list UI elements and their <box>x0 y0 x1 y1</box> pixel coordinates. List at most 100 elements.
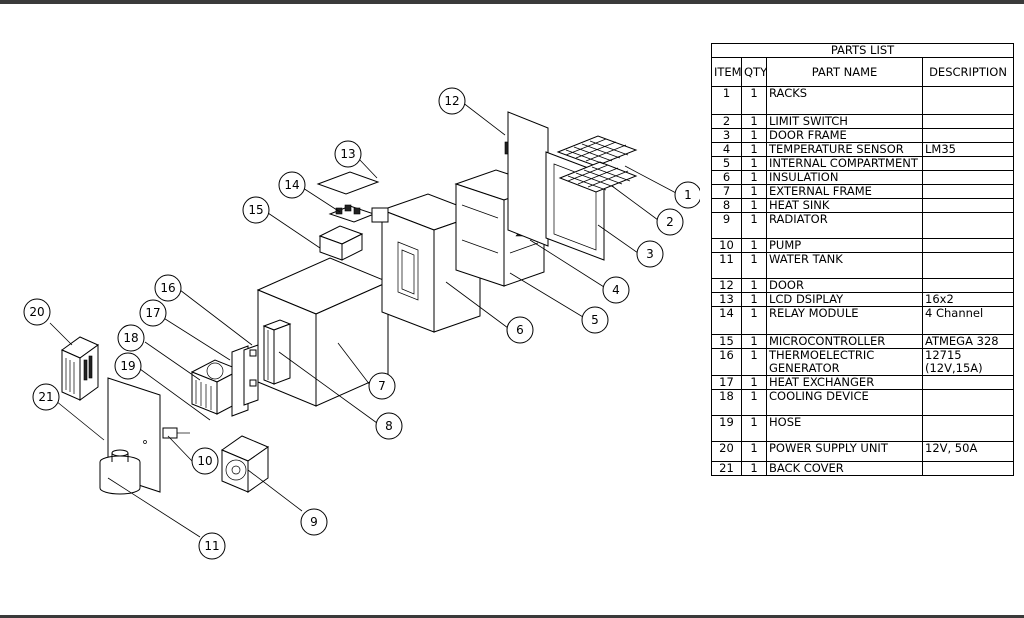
svg-text:5: 5 <box>591 313 599 327</box>
column-header-description: DESCRIPTION <box>921 57 1015 87</box>
top-border <box>0 0 1024 4</box>
part-name-cell: LCD DSIPLAY <box>766 292 923 307</box>
part-name-cell: POWER SUPPLY UNIT <box>766 441 923 462</box>
svg-text:9: 9 <box>310 515 318 529</box>
qty-cell: 1 <box>741 348 767 376</box>
part-name-cell: INTERNAL COMPARTMENT <box>766 156 923 171</box>
part-name-cell: TEMPERATURE SENSOR <box>766 142 923 157</box>
part-name-cell: HEAT SINK <box>766 198 923 213</box>
description-cell <box>921 389 1015 416</box>
callout-15: 15 <box>242 196 270 224</box>
part-name-cell: MICROCONTROLLER <box>766 334 923 349</box>
svg-text:10: 10 <box>197 454 212 468</box>
description-cell <box>921 86 1015 115</box>
callout-6: 6 <box>506 316 534 344</box>
callout-9: 9 <box>300 508 328 536</box>
svg-text:18: 18 <box>123 331 138 345</box>
callout-19: 19 <box>114 352 142 380</box>
description-cell <box>921 184 1015 199</box>
description-cell <box>921 156 1015 171</box>
description-cell <box>921 278 1015 293</box>
item-cell: 19 <box>711 415 742 442</box>
svg-text:16: 16 <box>160 281 175 295</box>
pump-drawing <box>162 427 190 439</box>
svg-text:3: 3 <box>646 247 654 261</box>
exploded-view-drawing: 1 2 3 4 5 6 7 8 9 10 11 12 13 14 15 16 1… <box>23 87 700 560</box>
item-cell: 21 <box>711 461 742 476</box>
qty-cell: 1 <box>741 375 767 390</box>
description-cell <box>921 238 1015 253</box>
callout-18: 18 <box>117 324 145 352</box>
item-cell: 16 <box>711 348 742 376</box>
description-cell: ATMEGA 328 <box>921 334 1015 349</box>
item-cell: 3 <box>711 128 742 143</box>
qty-cell: 1 <box>741 128 767 143</box>
item-cell: 17 <box>711 375 742 390</box>
qty-cell: 1 <box>741 389 767 416</box>
parts-list-table: PARTS LIST ITEM QTY PART NAME DESCRIPTIO… <box>710 43 1015 476</box>
item-cell: 7 <box>711 184 742 199</box>
callout-10: 10 <box>191 447 219 475</box>
power-supply-drawing <box>61 336 99 401</box>
description-cell <box>921 114 1015 129</box>
svg-text:20: 20 <box>29 305 44 319</box>
part-name-cell: HEAT EXCHANGER <box>766 375 923 390</box>
callout-16: 16 <box>154 274 182 302</box>
qty-cell: 1 <box>741 156 767 171</box>
qty-cell: 1 <box>741 306 767 335</box>
part-name-cell: WATER TANK <box>766 252 923 279</box>
part-name-cell: LIMIT SWITCH <box>766 114 923 129</box>
svg-text:2: 2 <box>666 215 674 229</box>
svg-text:17: 17 <box>145 306 160 320</box>
qty-cell: 1 <box>741 86 767 115</box>
description-cell: 16x2 <box>921 292 1015 307</box>
water-tank-drawing <box>99 449 141 495</box>
svg-text:4: 4 <box>612 283 620 297</box>
qty-cell: 1 <box>741 252 767 279</box>
qty-cell: 1 <box>741 170 767 185</box>
svg-text:15: 15 <box>248 203 263 217</box>
callout-12: 12 <box>438 87 466 115</box>
item-cell: 18 <box>711 389 742 416</box>
qty-cell: 1 <box>741 461 767 476</box>
callout-7: 7 <box>368 372 396 400</box>
qty-cell: 1 <box>741 292 767 307</box>
item-cell: 6 <box>711 170 742 185</box>
part-name-cell: BACK COVER <box>766 461 923 476</box>
item-cell: 4 <box>711 142 742 157</box>
relay-module-drawing <box>328 204 389 223</box>
description-cell <box>921 375 1015 390</box>
part-name-cell: COOLING DEVICE <box>766 389 923 416</box>
item-cell: 9 <box>711 212 742 239</box>
svg-text:14: 14 <box>284 178 299 192</box>
svg-text:1: 1 <box>684 188 692 202</box>
callout-20: 20 <box>23 298 51 326</box>
item-cell: 13 <box>711 292 742 307</box>
qty-cell: 1 <box>741 114 767 129</box>
svg-text:8: 8 <box>385 419 393 433</box>
description-cell <box>921 128 1015 143</box>
qty-cell: 1 <box>741 238 767 253</box>
part-name-cell: DOOR <box>766 278 923 293</box>
item-cell: 15 <box>711 334 742 349</box>
external-frame-drawing <box>256 257 390 407</box>
column-header-item: ITEM <box>711 57 742 87</box>
cooling-device-drawing <box>190 344 259 417</box>
parts-list-title: PARTS LIST <box>710 43 1015 58</box>
svg-text:6: 6 <box>516 323 524 337</box>
qty-cell: 1 <box>741 441 767 462</box>
thermoelectric-plates-drawing <box>249 349 257 387</box>
qty-cell: 1 <box>741 198 767 213</box>
part-name-cell: DOOR FRAME <box>766 128 923 143</box>
